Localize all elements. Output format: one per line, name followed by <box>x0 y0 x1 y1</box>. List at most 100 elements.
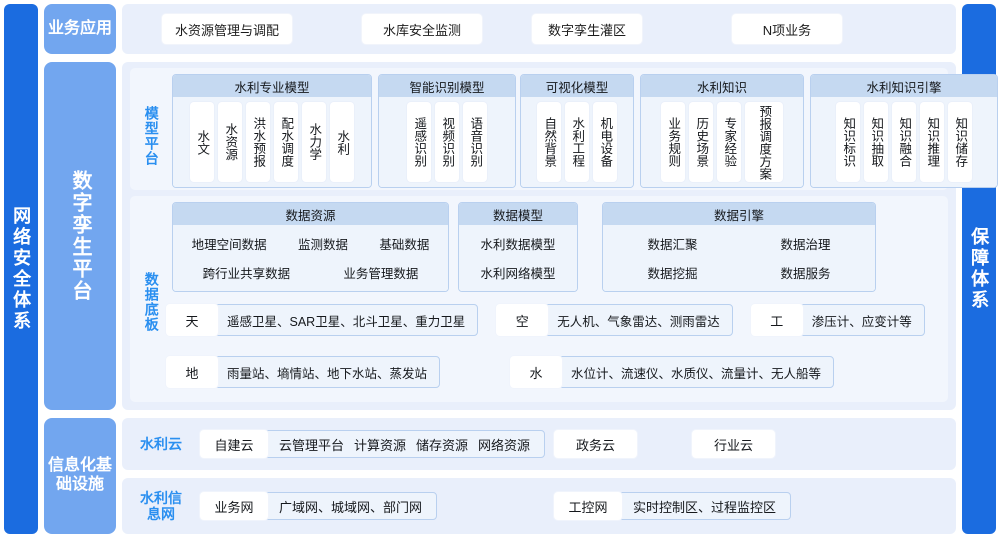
sense-pair: 空 无人机、气象雷达、测雨雷达 <box>496 304 733 336</box>
engine-card[interactable]: 知识融合 <box>892 102 916 182</box>
data-item[interactable]: 跨行业共享数据 <box>202 267 291 281</box>
sense-pair: 水 水位计、流速仪、水质仪、流量计、无人船等 <box>510 356 835 388</box>
group-intelligent-recognition-models: 智能识别模型 遥感识别 视频识别 语音识别 <box>378 74 516 188</box>
cloud-resource-item: 网络资源 <box>478 437 531 453</box>
data-item[interactable]: 数据汇聚 <box>647 238 698 252</box>
right-rail-label: 保障体系 <box>969 227 990 311</box>
layer-chip-business-label: 业务应用 <box>47 19 112 37</box>
layer-chip-infrastructure-label: 信息化基础设施 <box>47 457 112 493</box>
block-row: 水利数据模型 <box>467 234 569 253</box>
cloud-pair: 自建云 云管理平台 计算资源 储存资源 网络资源 <box>200 430 546 458</box>
knowledge-card[interactable]: 历史场景 <box>689 102 713 182</box>
group-professional-models: 水利专业模型 水文 水资源 洪水预报 配水调度 水力学 水利 <box>172 74 372 188</box>
data-item[interactable]: 水利网络模型 <box>480 267 556 281</box>
block-body: 水利数据模型 水利网络模型 <box>459 225 577 291</box>
industrial-control-key[interactable]: 工控网 <box>554 492 622 520</box>
subpanel-data-base: 数据底板 数据资源 地理空间数据 监测数据 基础数据 跨行业共享数据 业务管理数… <box>130 196 948 402</box>
knowledge-card[interactable]: 预报调度方案 <box>745 102 783 182</box>
sense-pair: 工 渗压计、应变计等 <box>750 304 925 336</box>
government-cloud-card[interactable]: 政务云 <box>554 430 638 458</box>
block-title: 数据资源 <box>173 203 448 225</box>
data-item[interactable]: 地理空间数据 <box>191 238 267 252</box>
model-card[interactable]: 机电设备 <box>593 102 617 182</box>
sense-key[interactable]: 水 <box>510 356 563 388</box>
cloud-value[interactable]: 云管理平台 计算资源 储存资源 网络资源 <box>264 430 546 458</box>
block-row: 水利网络模型 <box>467 263 569 282</box>
engine-card[interactable]: 知识标识 <box>836 102 860 182</box>
group-title: 水利知识引擎 <box>811 75 997 97</box>
sense-value[interactable]: 遥感卫星、SAR卫星、北斗卫星、重力卫星 <box>214 304 479 336</box>
business-app-card[interactable]: 数字孪生灌区 <box>532 14 642 44</box>
data-item[interactable]: 监测数据 <box>297 238 348 252</box>
block-row: 跨行业共享数据 业务管理数据 <box>181 263 440 282</box>
sense-row-sky: 天 遥感卫星、SAR卫星、北斗卫星、重力卫星 空 无人机、气象雷达、测雨雷达 工… <box>166 304 943 336</box>
sense-value[interactable]: 渗压计、应变计等 <box>798 304 925 336</box>
knowledge-card[interactable]: 业务规则 <box>661 102 685 182</box>
cloud-resource-item: 储存资源 <box>416 437 469 453</box>
sense-value[interactable]: 无人机、气象雷达、测雨雷达 <box>544 304 733 336</box>
block-row: 地理空间数据 监测数据 基础数据 <box>181 234 440 253</box>
business-app-row: 水资源管理与调配 水库安全监测 数字孪生灌区 N项业务 <box>122 4 956 54</box>
business-app-card[interactable]: 水资源管理与调配 <box>162 14 292 44</box>
group-body: 水文 水资源 洪水预报 配水调度 水力学 水利 <box>173 97 371 187</box>
network-value[interactable]: 广域网、城域网、部门网 <box>264 492 438 520</box>
model-card[interactable]: 水利工程 <box>565 102 589 182</box>
panel-water-cloud: 水利云 自建云 云管理平台 计算资源 储存资源 网络资源 政务云 行业云 <box>122 418 956 470</box>
business-app-card[interactable]: 水库安全监测 <box>362 14 482 44</box>
panel-digital-twin: 模型平台 水利专业模型 水文 水资源 洪水预报 配水调度 水力学 水利 智能识别… <box>122 62 998 410</box>
layer-chip-digital-twin: 数字孪生平台 <box>44 62 116 410</box>
group-water-knowledge: 水利知识 业务规则 历史场景 专家经验 预报调度方案 <box>640 74 804 188</box>
network-key[interactable]: 业务网 <box>200 492 268 520</box>
group-body: 自然背景 水利工程 机电设备 <box>521 97 633 187</box>
sense-key[interactable]: 地 <box>166 356 218 388</box>
group-body: 业务规则 历史场景 专家经验 预报调度方案 <box>641 97 803 187</box>
industrial-control-value[interactable]: 实时控制区、过程监控区 <box>618 492 792 520</box>
industry-cloud-card[interactable]: 行业云 <box>692 430 776 458</box>
model-card[interactable]: 视频识别 <box>435 102 459 182</box>
cloud-key[interactable]: 自建云 <box>200 430 268 458</box>
engine-card[interactable]: 知识储存 <box>948 102 972 182</box>
data-item[interactable]: 水利数据模型 <box>480 238 556 252</box>
block-data-resources: 数据资源 地理空间数据 监测数据 基础数据 跨行业共享数据 业务管理数据 <box>172 202 449 292</box>
group-title: 水利专业模型 <box>173 75 371 97</box>
panel-business-application: 水资源管理与调配 水库安全监测 数字孪生灌区 N项业务 <box>122 4 956 54</box>
model-card[interactable]: 洪水预报 <box>246 102 270 182</box>
model-card[interactable]: 水文 <box>190 102 214 182</box>
sense-key[interactable]: 天 <box>166 304 218 336</box>
panel-water-network: 水利信息网 业务网 广域网、城域网、部门网 工控网 实时控制区、过程监控区 <box>122 478 956 534</box>
sense-key[interactable]: 空 <box>496 304 549 336</box>
water-network-label: 水利信息网 <box>140 489 182 522</box>
cloud-row: 水利云 自建云 云管理平台 计算资源 储存资源 网络资源 政务云 行业云 <box>122 418 956 470</box>
sense-value[interactable]: 雨量站、墒情站、地下水站、蒸发站 <box>214 356 441 388</box>
block-title: 数据引擎 <box>603 203 875 225</box>
model-card[interactable]: 水资源 <box>218 102 242 182</box>
data-item[interactable]: 数据挖掘 <box>647 267 698 281</box>
block-body: 数据汇聚 数据治理 数据挖掘 数据服务 <box>603 225 875 291</box>
engine-card[interactable]: 知识抽取 <box>864 102 888 182</box>
sense-key[interactable]: 工 <box>750 304 803 336</box>
sense-pair: 天 遥感卫星、SAR卫星、北斗卫星、重力卫星 <box>166 304 479 336</box>
data-item[interactable]: 基础数据 <box>379 238 430 252</box>
data-item[interactable]: 数据治理 <box>780 238 831 252</box>
data-item[interactable]: 业务管理数据 <box>343 267 419 281</box>
group-body: 知识标识 知识抽取 知识融合 知识推理 知识储存 <box>811 97 997 187</box>
sense-value[interactable]: 水位计、流速仪、水质仪、流量计、无人船等 <box>558 356 835 388</box>
model-card[interactable]: 语音识别 <box>463 102 487 182</box>
model-platform-label: 模型平台 <box>143 106 160 166</box>
group-title: 智能识别模型 <box>379 75 515 97</box>
engine-card[interactable]: 知识推理 <box>920 102 944 182</box>
model-card[interactable]: 配水调度 <box>274 102 298 182</box>
model-card[interactable]: 水力学 <box>302 102 326 182</box>
knowledge-card[interactable]: 专家经验 <box>717 102 741 182</box>
model-card[interactable]: 自然背景 <box>537 102 561 182</box>
data-item[interactable]: 数据服务 <box>780 267 831 281</box>
layer-chip-infrastructure: 信息化基础设施 <box>44 418 116 534</box>
model-card[interactable]: 遥感识别 <box>407 102 431 182</box>
block-title: 数据模型 <box>459 203 577 225</box>
left-rail-network-security: 网络安全体系 <box>4 4 38 534</box>
left-rail-label: 网络安全体系 <box>11 206 32 332</box>
cloud-resource-item: 计算资源 <box>354 437 407 453</box>
business-app-card[interactable]: N项业务 <box>732 14 842 44</box>
model-card[interactable]: 水利 <box>330 102 354 182</box>
